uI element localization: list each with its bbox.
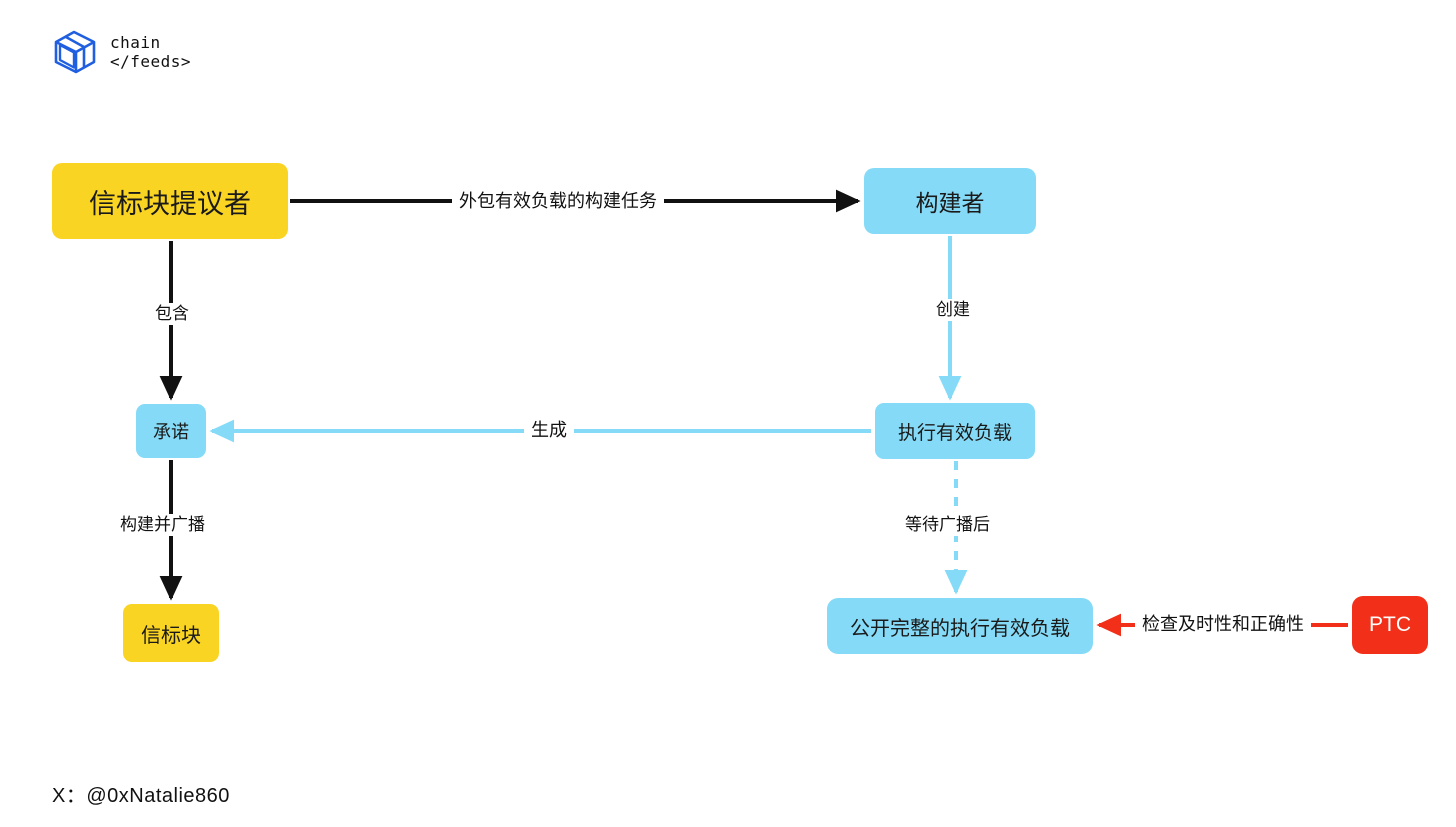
edge-label-generate: 生成 — [524, 419, 574, 441]
node-publish-full-execution-payload[interactable]: 公开完整的执行有效负载 — [827, 598, 1093, 654]
edge-label-after-broadcast-wait: 等待广播后 — [898, 514, 997, 536]
cube-logo-icon — [52, 28, 98, 76]
footer-author-handle: X：@0xNatalie860 — [52, 785, 230, 807]
brand-line-1: chain — [110, 33, 161, 52]
edge-label-create: 创建 — [929, 299, 977, 321]
node-commitment[interactable]: 承诺 — [136, 404, 206, 458]
node-execution-payload[interactable]: 执行有效负载 — [875, 403, 1035, 459]
node-ptc[interactable]: PTC — [1352, 596, 1428, 654]
brand-line-2: </feeds> — [110, 52, 192, 71]
edge-label-check-timeliness-correctness: 检查及时性和正确性 — [1135, 613, 1311, 635]
node-beacon-block[interactable]: 信标块 — [123, 604, 219, 662]
edge-label-outsource-payload-build: 外包有效负载的构建任务 — [452, 190, 664, 212]
brand-logo: chain </feeds> — [52, 28, 191, 76]
node-beacon-block-proposer[interactable]: 信标块提议者 — [52, 163, 288, 239]
edge-label-build-and-broadcast: 构建并广播 — [113, 514, 212, 536]
node-builder[interactable]: 构建者 — [864, 168, 1036, 234]
edge-label-contains: 包含 — [148, 303, 196, 325]
brand-wordmark: chain </feeds> — [110, 33, 191, 71]
